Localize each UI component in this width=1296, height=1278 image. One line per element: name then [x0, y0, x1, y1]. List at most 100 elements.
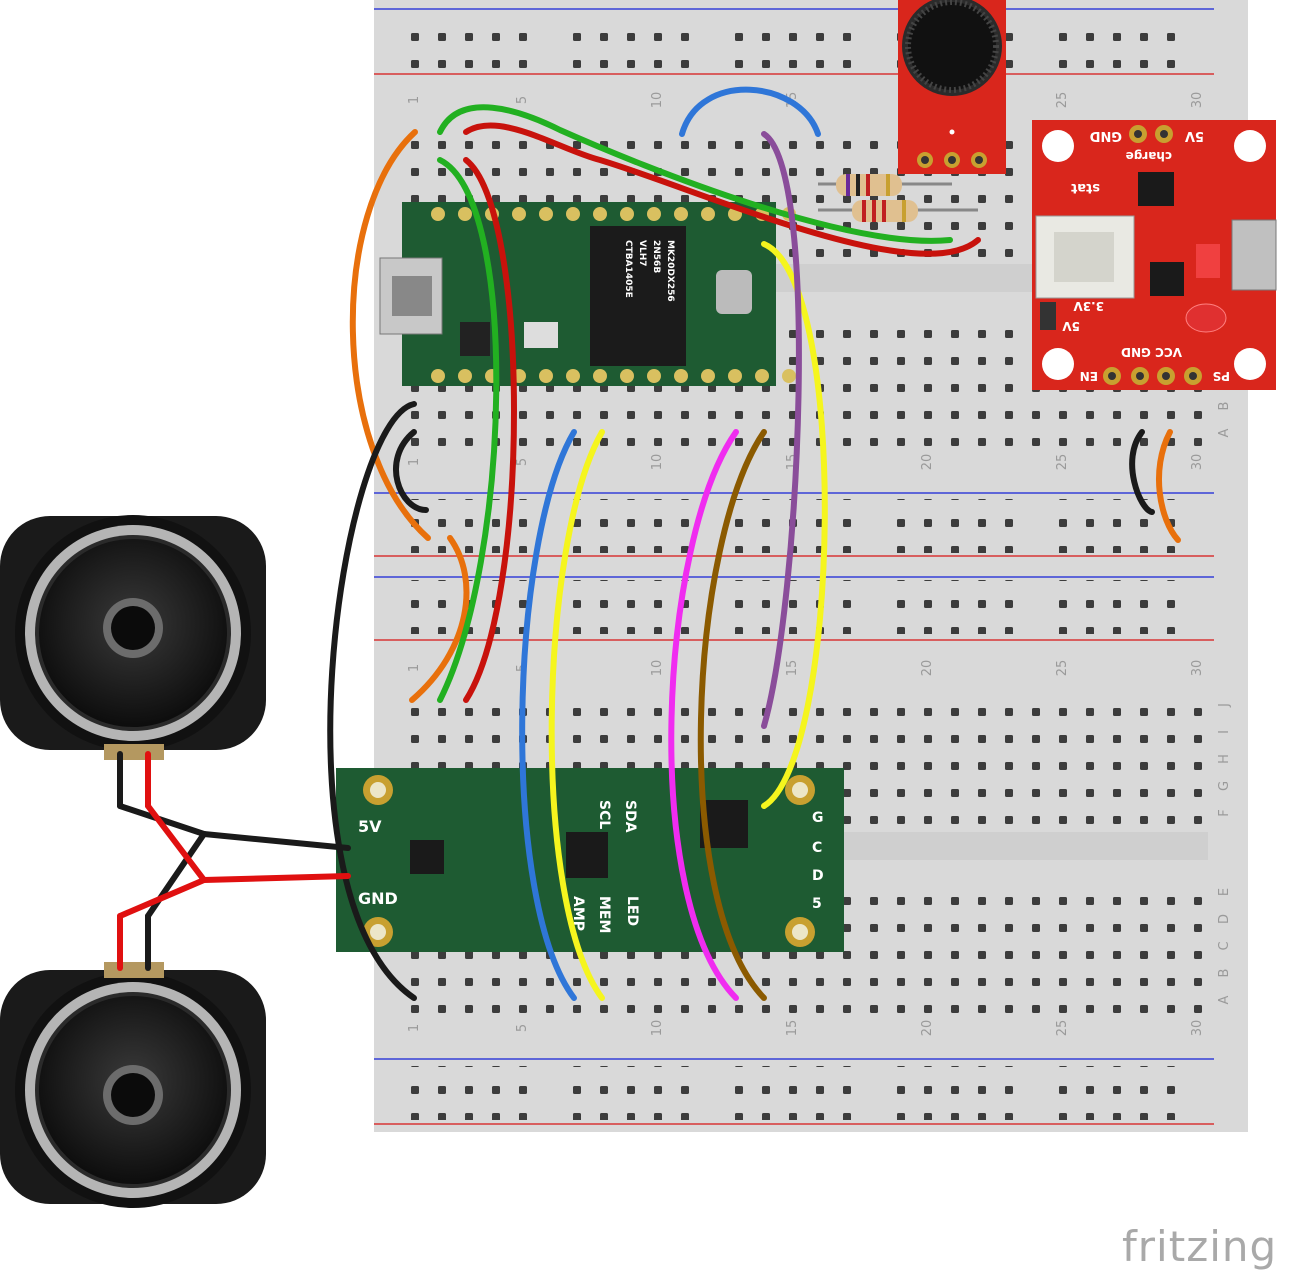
wire-blue: [519, 429, 577, 1001]
column-number-30: 30: [1190, 660, 1205, 677]
teensy-pin: [674, 369, 688, 383]
wire-brown: [697, 429, 767, 1001]
teensy-chip-line4: MK20DX256: [665, 240, 675, 302]
row-letter-lower-B: B: [1217, 969, 1232, 978]
fritzing-logo: fritzing: [1122, 1222, 1278, 1271]
row-letter-lower-I: I: [1217, 730, 1232, 734]
teensy-pin: [620, 207, 634, 221]
charger-5v-select-label: 5V: [1062, 319, 1080, 333]
teensy-chip-line3: 2N56B: [651, 240, 661, 273]
teensy-pin: [701, 207, 715, 221]
charger-vcc-gnd-label: VCC GND: [1121, 345, 1182, 359]
wire-blue-top: [679, 86, 821, 137]
column-number-25: 25: [1055, 454, 1070, 471]
column-number-10: 10: [650, 92, 665, 109]
row-letter-lower-G: G: [1217, 781, 1232, 791]
wire-green-1: [437, 104, 953, 244]
teensy-pin: [701, 369, 715, 383]
column-number-1: 1: [407, 664, 422, 672]
teensy-pin: [431, 369, 445, 383]
teensy-pin: [593, 207, 607, 221]
teensy-pin: [728, 369, 742, 383]
charger-charge-label: charge: [1126, 149, 1172, 163]
teensy-pin: [620, 369, 634, 383]
audio-pin-label-sda: SDA: [622, 800, 638, 833]
column-number-20: 20: [920, 454, 935, 471]
audio-5v-label: 5V: [358, 817, 382, 836]
column-number-5: 5: [515, 1024, 530, 1032]
wire-red-1: [463, 122, 981, 257]
teensy-pin: [674, 207, 688, 221]
charger-gnd-label: GND: [1089, 128, 1122, 143]
teensy-pin: [782, 369, 796, 383]
wire-purple: [761, 131, 802, 729]
microphone-module: [898, 0, 1006, 174]
teensy-pin: [512, 207, 526, 221]
audio-pin-label-led: LED: [624, 896, 640, 926]
teensy-pin: [755, 369, 769, 383]
teensy-pin: [431, 207, 445, 221]
row-letter-lower-D: D: [1217, 914, 1232, 924]
audio-pin-label-mem: MEM: [596, 896, 612, 933]
row-letter-lower-C: C: [1217, 941, 1232, 950]
column-number-10: 10: [650, 660, 665, 677]
row-letter-lower-A: A: [1217, 995, 1232, 1004]
teensy-pin: [539, 369, 553, 383]
column-number-30: 30: [1190, 1020, 1205, 1037]
column-number-5: 5: [515, 96, 530, 104]
column-number-1: 1: [407, 96, 422, 104]
column-number-15: 15: [785, 1020, 800, 1037]
audio-pin-label-5: 5: [812, 896, 822, 912]
wire-orange-1: [349, 129, 431, 541]
wire-black-1: [327, 401, 417, 1001]
teensy-pin: [566, 369, 580, 383]
row-letter-lower-E: E: [1217, 888, 1232, 896]
wire-red-2: [463, 157, 517, 703]
column-number-25: 25: [1055, 92, 1070, 109]
wire-black-3: [1129, 429, 1155, 515]
row-letter-upper-B: B: [1217, 402, 1232, 411]
column-number-15: 15: [785, 660, 800, 677]
column-number-1: 1: [407, 1024, 422, 1032]
wire-orange-3: [1156, 429, 1181, 543]
speaker-leads: [117, 751, 351, 971]
teensy-chip-line2: VLH7: [637, 240, 647, 267]
teensy-pin: [539, 207, 553, 221]
audio-pin-label-amp: AMP: [570, 896, 586, 931]
column-number-25: 25: [1055, 660, 1070, 677]
charger-3v3-label: 3.3V: [1073, 299, 1104, 313]
audio-pin-label-d: D: [812, 868, 824, 884]
resistors: [818, 174, 978, 222]
column-number-20: 20: [920, 660, 935, 677]
charger-5v-label: 5V: [1185, 128, 1204, 143]
row-letter-lower-H: H: [1217, 754, 1232, 764]
wires: [327, 86, 1181, 1001]
teensy-board: CTBA1405E VLH7 2N56B MK20DX256: [379, 202, 796, 386]
column-number-5: 5: [515, 458, 530, 466]
column-number-1: 1: [407, 458, 422, 466]
teensy-pin: [647, 369, 661, 383]
teensy-chip-line1: CTBA1405E: [623, 240, 633, 298]
wire-magenta: [668, 429, 739, 1001]
wire-yellow-1: [548, 429, 605, 1001]
power-charger-board: GND 5V charge stat 3.3V 5V VCC GND EN PS: [1032, 120, 1277, 390]
charger-stat-label: stat: [1071, 180, 1100, 195]
teensy-pin: [458, 207, 472, 221]
teensy-pin: [647, 207, 661, 221]
wire-green-2: [437, 157, 500, 703]
column-number-20: 20: [920, 1020, 935, 1037]
audio-pin-label-g: G: [812, 810, 824, 826]
audio-gnd-label: GND: [358, 889, 398, 908]
teensy-pin: [593, 369, 607, 383]
teensy-pin: [566, 207, 580, 221]
audio-pin-label-scl: SCL: [596, 800, 612, 829]
row-letter-lower-J: J: [1217, 703, 1232, 708]
row-letter-lower-F: F: [1217, 809, 1232, 816]
charger-ps-label: PS: [1213, 369, 1230, 383]
column-number-25: 25: [1055, 1020, 1070, 1037]
speaker-top: [0, 515, 266, 760]
wire-orange-2: [409, 535, 470, 703]
speaker-bottom: [0, 962, 266, 1208]
row-letter-upper-A: A: [1217, 428, 1232, 437]
charger-en-label: EN: [1080, 369, 1098, 383]
